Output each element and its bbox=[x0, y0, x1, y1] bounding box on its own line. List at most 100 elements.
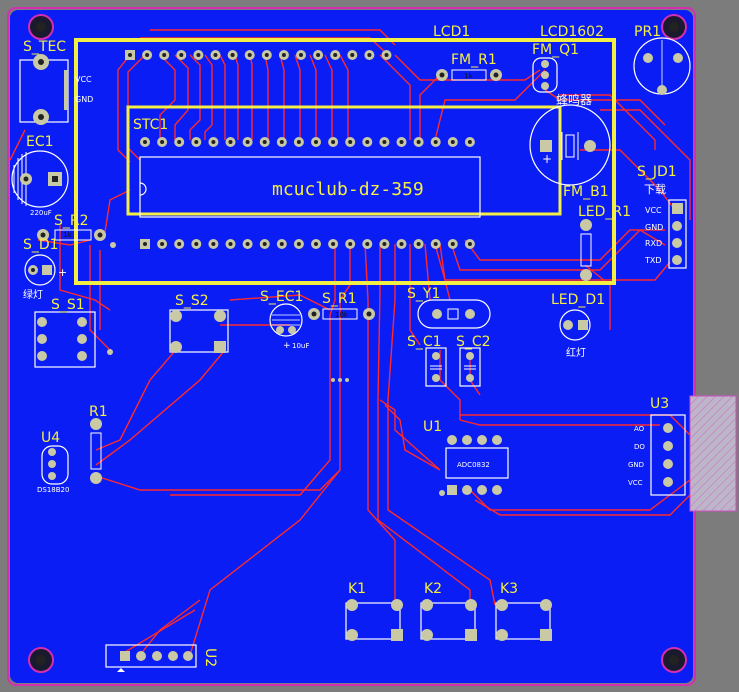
label-jd-vcc: VCC bbox=[645, 206, 662, 215]
pad-hole bbox=[211, 140, 216, 144]
pad-hole bbox=[143, 140, 147, 144]
pad-hole bbox=[467, 140, 472, 144]
label-buzzer: 蜂鸣器 bbox=[556, 92, 592, 107]
label-u3-do: DO bbox=[634, 443, 645, 451]
pad-hole bbox=[296, 242, 301, 246]
pad-hole bbox=[194, 140, 199, 144]
led-d1 bbox=[559, 309, 591, 341]
label-jd-gnd: GND bbox=[645, 223, 663, 232]
stc1-ic-body bbox=[139, 156, 481, 218]
pad-hole bbox=[211, 242, 216, 246]
pad-hole bbox=[245, 140, 250, 144]
pad-hole bbox=[228, 242, 233, 246]
s-d1-plus-mark: + bbox=[58, 266, 67, 279]
pad-hole bbox=[230, 53, 235, 57]
pad-hole bbox=[262, 242, 267, 246]
s-y1-crystal bbox=[417, 299, 491, 329]
pad-hole bbox=[213, 53, 218, 57]
pad-hole bbox=[331, 140, 336, 144]
pad-hole bbox=[179, 53, 184, 57]
s-c2-capacitor bbox=[459, 347, 481, 387]
label-k3: K3 bbox=[500, 581, 518, 597]
label-s-tec: S_TEC bbox=[23, 39, 66, 55]
pad-hole bbox=[262, 140, 267, 144]
pad-hole bbox=[467, 242, 472, 246]
stc1-pins-top bbox=[140, 137, 475, 147]
label-s-r2: S_R2 bbox=[54, 213, 89, 229]
label-s-s2: S_S2 bbox=[175, 293, 209, 309]
label-fm-b1: FM_B1 bbox=[563, 184, 609, 200]
pad-hole bbox=[194, 242, 199, 246]
label-jd-rxd: RXD bbox=[645, 239, 662, 248]
label-u1: U1 bbox=[423, 419, 442, 435]
pad-hole bbox=[416, 140, 421, 144]
u3-header bbox=[650, 414, 686, 496]
fm-r1-resistor bbox=[436, 69, 502, 81]
pad-hole bbox=[299, 53, 303, 57]
vias bbox=[107, 242, 445, 496]
buzzer-plus-mark: + bbox=[542, 152, 552, 166]
label-led-r1: LED_R1 bbox=[578, 204, 631, 220]
mounting-holes bbox=[28, 14, 687, 673]
s-s1-switch bbox=[34, 311, 96, 368]
pad-hole bbox=[382, 242, 387, 246]
label-s-ec1-value: 10uF bbox=[292, 342, 309, 350]
label-fm-q1: FM_Q1 bbox=[532, 42, 579, 58]
label-s-d1: S_D1 bbox=[23, 237, 59, 253]
pad-hole bbox=[196, 53, 201, 57]
pad-hole bbox=[433, 242, 438, 246]
pad-hole bbox=[281, 53, 286, 57]
lcd1-header-pins bbox=[125, 50, 392, 60]
k1-button bbox=[345, 599, 403, 641]
label-s-ec1: S_EC1 bbox=[260, 289, 303, 305]
pad-hole bbox=[314, 140, 318, 144]
pad-hole bbox=[279, 242, 284, 246]
pad-hole bbox=[348, 242, 353, 246]
pad-hole bbox=[160, 242, 165, 246]
pad-hole bbox=[128, 53, 132, 57]
label-u2: U2 bbox=[202, 648, 218, 667]
s-ec1-capacitor bbox=[269, 303, 303, 337]
pad-hole bbox=[177, 242, 182, 246]
pad-hole bbox=[331, 242, 336, 246]
stc1-outline bbox=[126, 105, 562, 216]
pad-hole bbox=[160, 140, 165, 144]
pad-hole bbox=[450, 242, 455, 246]
pr1-photoresistor bbox=[633, 37, 691, 95]
lcd1-outline bbox=[74, 38, 616, 285]
pad-hole bbox=[365, 140, 370, 144]
label-r1: R1 bbox=[89, 404, 108, 420]
r1-resistor bbox=[90, 418, 102, 484]
pad-hole bbox=[350, 53, 355, 57]
label-adc0832: ADC0832 bbox=[457, 461, 490, 469]
pad-hole bbox=[247, 53, 252, 57]
s-d1-led bbox=[24, 254, 56, 286]
ec1-capacitor bbox=[11, 150, 69, 208]
pad-hole bbox=[228, 140, 233, 144]
pad-hole bbox=[367, 53, 372, 57]
u4-ds18b20 bbox=[41, 445, 69, 485]
pad-hole bbox=[399, 140, 404, 144]
s-c1-capacitor bbox=[425, 347, 447, 387]
label-s-r2-value: 1k bbox=[63, 231, 72, 239]
label-download: 下载 bbox=[644, 183, 666, 196]
u1-adc0832 bbox=[445, 435, 509, 495]
board-main-label: mcuclub-dz-359 bbox=[272, 179, 424, 200]
pad-hole bbox=[145, 53, 150, 57]
pad-hole bbox=[162, 53, 167, 57]
pad-hole bbox=[177, 140, 182, 144]
label-s-r1: S_R1 bbox=[322, 291, 357, 307]
pad-hole bbox=[314, 242, 318, 246]
pad-hole bbox=[296, 140, 301, 144]
s-ec1-plus-mark: + bbox=[283, 341, 291, 351]
label-s-c1: S_C1 bbox=[407, 334, 442, 350]
pad-hole bbox=[433, 140, 438, 144]
u3-header-keepout bbox=[689, 395, 737, 512]
pad-hole bbox=[143, 242, 147, 246]
label-lcd1602: LCD1602 bbox=[540, 24, 604, 40]
u2-header bbox=[105, 644, 197, 672]
label-ec1-value: 220uF bbox=[30, 209, 52, 217]
fm-b1-buzzer bbox=[529, 104, 611, 186]
label-s-jd1: S_JD1 bbox=[637, 164, 677, 180]
